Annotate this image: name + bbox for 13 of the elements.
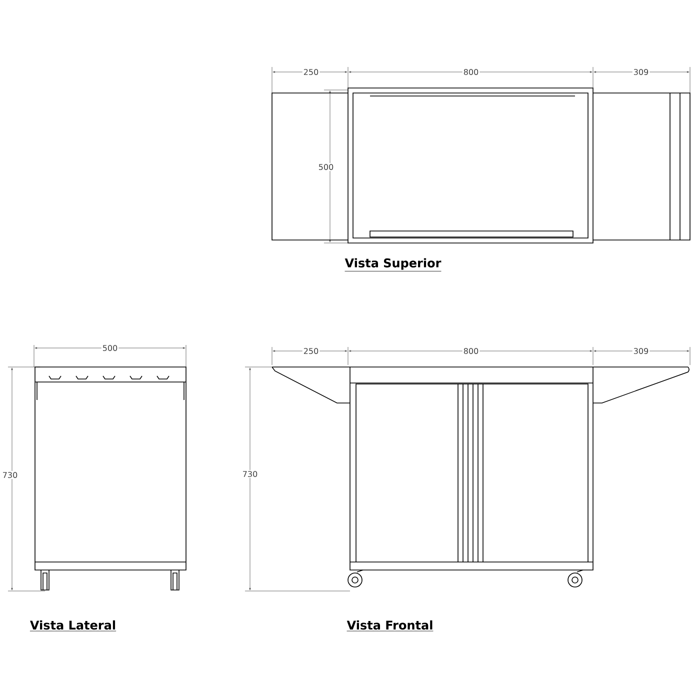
- view-title: Vista Lateral: [30, 620, 116, 632]
- dimension-label: 250: [302, 346, 320, 356]
- dimension-label: 730: [1, 470, 19, 480]
- dimension-label: 730: [241, 470, 259, 478]
- dimension-label: 500: [101, 344, 119, 352]
- dimension-label: 500: [317, 162, 335, 172]
- dimension-label: 250: [302, 68, 320, 76]
- view-title: Vista Superior: [344, 258, 442, 272]
- view-title: Vista Frontal: [346, 620, 434, 632]
- dimension-label: 800: [462, 346, 480, 356]
- dimension-label: 800: [462, 68, 480, 76]
- dimension-label: 309: [632, 346, 650, 356]
- dimension-label: 309: [632, 68, 650, 76]
